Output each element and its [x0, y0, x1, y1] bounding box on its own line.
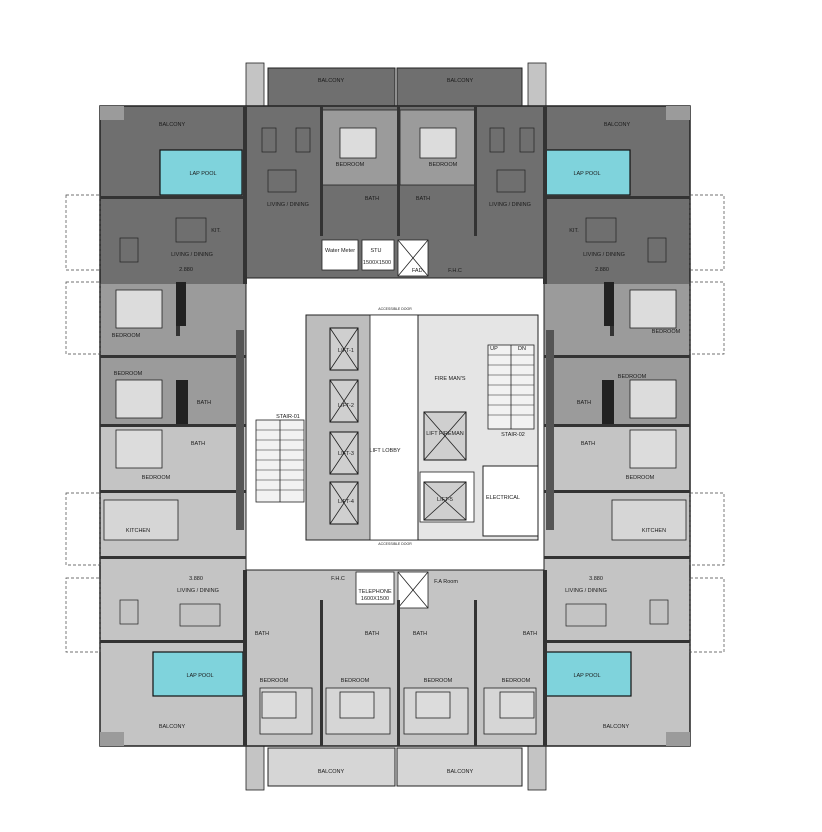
bath-label-r1: BATH — [577, 400, 591, 406]
bath-label-b3: BATH — [413, 631, 427, 637]
lap-pool-top-left — [159, 149, 243, 196]
stair-02-label: STAIR-02 — [501, 432, 525, 438]
bedroom-label-b4: BEDROOM — [502, 678, 531, 684]
top-balcony-group: BALCONY BALCONY — [245, 62, 547, 112]
lift-1-label: LIFT-1 — [338, 348, 354, 354]
lap-pool-top-right — [544, 149, 631, 196]
bath-label-b4: BATH — [523, 631, 537, 637]
bath-label-r2: BATH — [581, 441, 595, 447]
balcony-label-bottom-right-corner: BALCONY — [603, 724, 630, 730]
stair-down-label: DN — [518, 346, 526, 352]
lift-2-label: LIFT-2 — [338, 403, 354, 409]
stair-01-label: STAIR-01 — [276, 414, 300, 420]
lower-apartments — [100, 556, 690, 746]
stair-02 — [487, 344, 535, 430]
balcony-label-top-right: BALCONY — [447, 78, 474, 84]
fhc-bottom-label: F.H.C — [331, 576, 345, 582]
accessible-door-top-label: ACCESSIBLE DOOR — [378, 307, 412, 311]
living-label-bl: LIVING / DINING — [177, 588, 219, 594]
bedroom-label-b1: BEDROOM — [260, 678, 289, 684]
lift-3-label: LIFT-3 — [338, 451, 354, 457]
level-label-br: 3.880 — [589, 576, 603, 582]
bottom-balcony-group: BALCONY BALCONY — [245, 741, 547, 791]
kit-label-left: KIT. — [211, 228, 221, 234]
lift-5-label: LIFT-5 — [437, 497, 453, 503]
bath-label-top-1: BATH — [365, 196, 379, 202]
bath-label-b1: BATH — [255, 631, 269, 637]
fa-room-label: F.A Room — [434, 579, 458, 585]
fad-label: FAD. — [412, 268, 425, 274]
balcony-label-bottom-right: BALCONY — [447, 769, 474, 775]
living-label-top-2: LIVING / DINING — [489, 202, 531, 208]
living-label-br: LIVING / DINING — [565, 588, 607, 594]
bedroom-label-r1: BEDROOM — [652, 329, 681, 335]
lift-lobby-label: LIFT LOBBY — [369, 448, 400, 454]
living-label-right: LIVING / DINING — [583, 252, 625, 258]
living-label-left: LIVING / DINING — [171, 252, 213, 258]
bedroom-label-top-2: BEDROOM — [429, 162, 458, 168]
lift-4-label: LIFT-4 — [338, 499, 354, 505]
living-label-top-1: LIVING / DINING — [267, 202, 309, 208]
stair-01 — [255, 419, 305, 503]
lap-pool-label-tr: LAP POOL — [573, 171, 600, 177]
lap-pool-label-tl: LAP POOL — [189, 171, 216, 177]
balcony-label-top-left-corner: BALCONY — [159, 122, 186, 128]
balcony-label-bottom-left: BALCONY — [318, 769, 345, 775]
bedroom-label-r3: BEDROOM — [626, 475, 655, 481]
accessible-door-bottom-label: ACCESSIBLE DOOR — [378, 542, 412, 546]
bedroom-label-l1: BEDROOM — [112, 333, 141, 339]
bedroom-label-l2: BEDROOM — [114, 371, 143, 377]
bath-label-top-2: BATH — [416, 196, 430, 202]
dashed-balconies — [65, 194, 725, 653]
lap-pool-bottom-right — [544, 651, 632, 697]
fad-size-label: 1500X1500 — [363, 260, 391, 266]
stu-label: STU — [371, 248, 382, 254]
lap-pool-label-bl: LAP POOL — [186, 673, 213, 679]
kitchen-label-right: KITCHEN — [642, 528, 666, 534]
fhc-label: F.H.C — [448, 268, 462, 274]
bedroom-label-l3: BEDROOM — [142, 475, 171, 481]
water-meter-label: Water Meter — [325, 248, 355, 254]
bath-label-l1: BATH — [197, 400, 211, 406]
balcony-label-top-left: BALCONY — [318, 78, 345, 84]
level-label-bl: 3.880 — [189, 576, 203, 582]
telephone-label: TELEPHONE — [358, 589, 392, 595]
bath-label-b2: BATH — [365, 631, 379, 637]
stair-up-label: UP — [490, 346, 498, 352]
level-label-tr: 2.880 — [595, 267, 609, 273]
kit-label-right: KIT. — [569, 228, 579, 234]
electrical-label: ELECTRICAL — [486, 495, 520, 501]
bath-label-l2: BATH — [191, 441, 205, 447]
bedroom-label-r2: BEDROOM — [618, 374, 647, 380]
bedroom-label-b3: BEDROOM — [424, 678, 453, 684]
level-label-tl: 2.880 — [179, 267, 193, 273]
kitchen-label-left: KITCHEN — [126, 528, 150, 534]
balcony-label-bottom-left-corner: BALCONY — [159, 724, 186, 730]
balcony-label-top-right-corner: BALCONY — [604, 122, 631, 128]
fire-mans-label: FIRE MAN'S — [435, 376, 466, 382]
telephone-size-label: 1600X1500 — [361, 596, 389, 602]
lap-pool-label-br: LAP POOL — [573, 673, 600, 679]
lift-bank — [329, 327, 467, 525]
bedroom-label-top-1: BEDROOM — [336, 162, 365, 168]
lap-pool-bottom-left — [152, 651, 244, 697]
bedroom-label-b2: BEDROOM — [341, 678, 370, 684]
lift-fireman-label: LIFT FIREMAN — [426, 431, 464, 437]
